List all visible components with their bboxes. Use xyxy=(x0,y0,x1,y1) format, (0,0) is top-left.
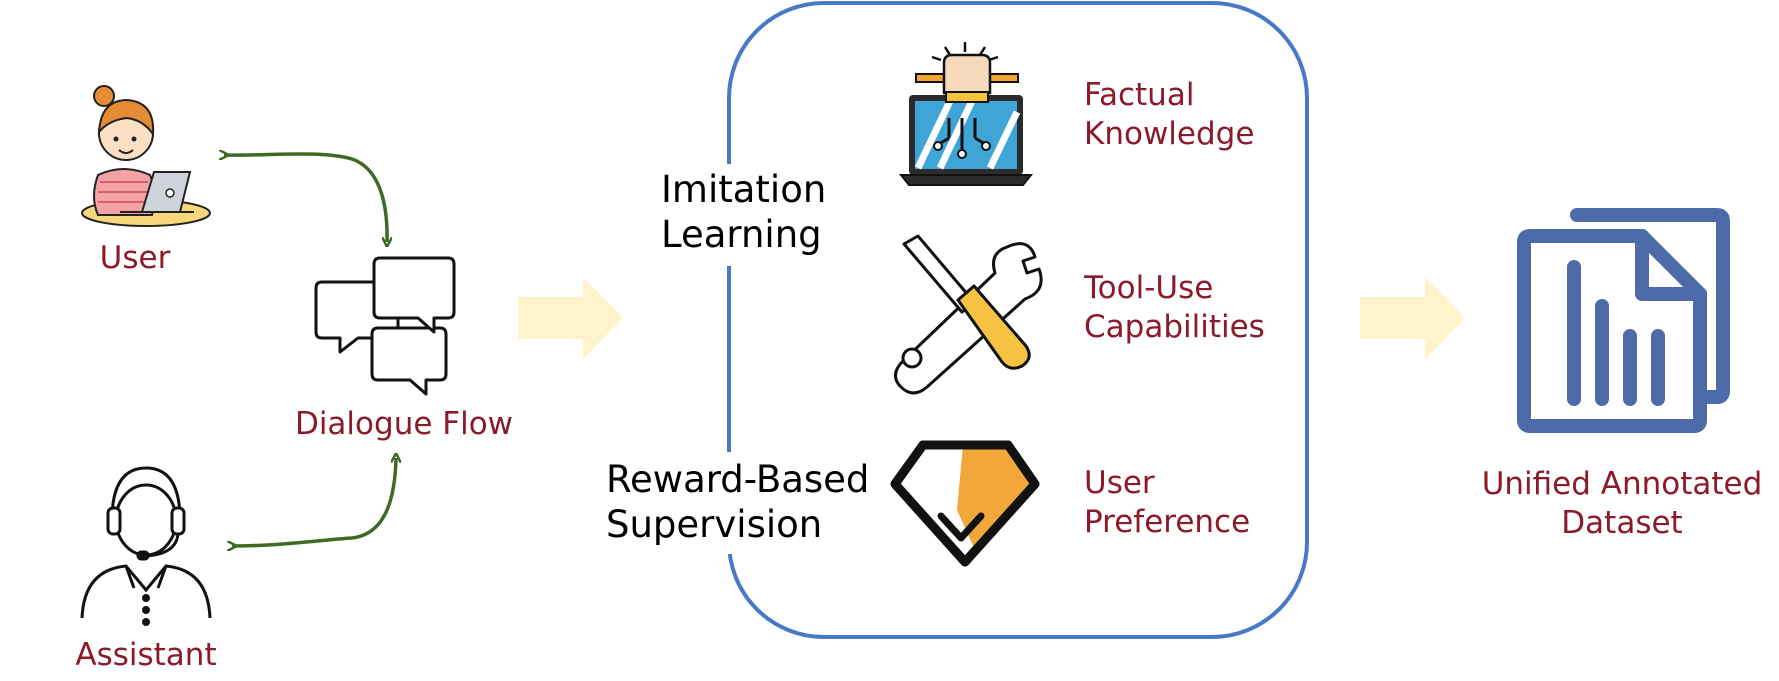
wrench-screwdriver-icon xyxy=(894,234,1043,395)
dialogue-flow-label: Dialogue Flow xyxy=(295,406,513,442)
assistant-label: Assistant xyxy=(75,637,216,673)
reward-based-supervision-line1: Reward-Based xyxy=(606,458,869,501)
woman-at-laptop-icon xyxy=(81,85,211,227)
training-box xyxy=(727,1,1309,639)
user-preference-line1: User xyxy=(1084,465,1155,501)
diamond-check-icon xyxy=(890,440,1040,567)
chat-bubbles-icon xyxy=(314,256,456,396)
flow-arrow-to-methods xyxy=(518,277,623,359)
reward-based-supervision-line2: Supervision xyxy=(606,503,822,546)
assistant-dialogue-arrow xyxy=(232,458,396,546)
user-label: User xyxy=(100,240,171,276)
flow-arrow-to-dataset xyxy=(1360,277,1465,359)
laptop-knowledge-icon xyxy=(898,42,1034,186)
headset-agent-icon xyxy=(80,466,212,626)
tool-use-line1: Tool-Use xyxy=(1083,270,1213,306)
user-preference-line2: Preference xyxy=(1084,504,1250,540)
tool-use-line2: Capabilities xyxy=(1084,309,1265,345)
user-dialogue-arrow xyxy=(224,154,387,242)
document-chart-icon xyxy=(1517,208,1730,433)
factual-knowledge-line2: Knowledge xyxy=(1084,116,1254,152)
factual-knowledge-line1: Factual xyxy=(1084,77,1194,113)
imitation-learning-line1: Imitation xyxy=(661,168,826,211)
dataset-label-line1: Unified Annotated xyxy=(1482,466,1763,502)
dataset-label-line2: Dataset xyxy=(1561,505,1682,541)
imitation-learning-line2: Learning xyxy=(661,213,822,256)
